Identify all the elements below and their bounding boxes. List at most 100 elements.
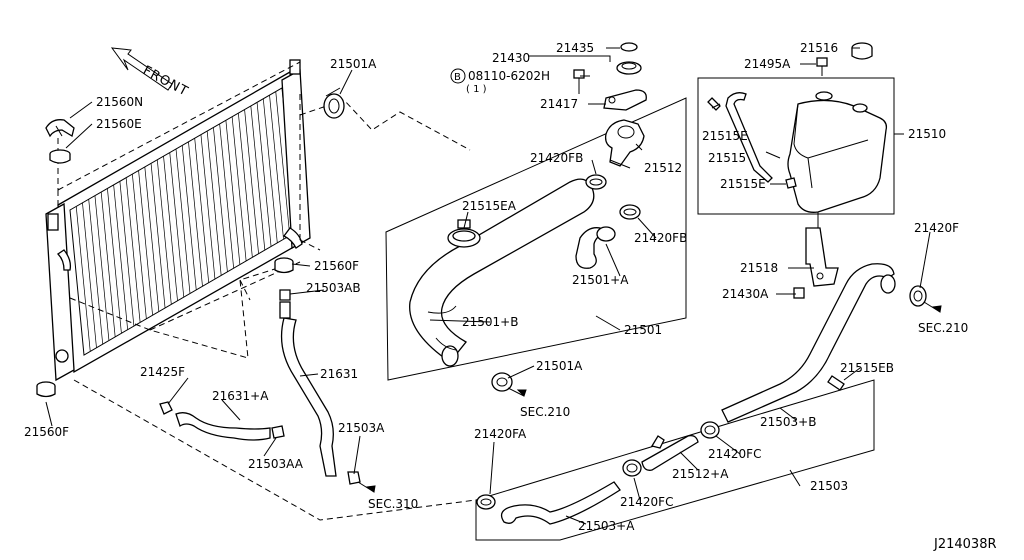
label-21501-plus-b: 21501+B: [462, 315, 518, 329]
radiator-fin: [219, 123, 234, 269]
hose-21501a-plus: [575, 227, 608, 269]
radiator-fin: [262, 98, 278, 243]
bracket-21417-icon: [603, 89, 647, 111]
radiator-fin: [194, 138, 210, 283]
label-21501: 21501: [624, 323, 662, 337]
clamp-21420fc-b-icon: [622, 459, 642, 477]
label-21516: 21516: [800, 41, 838, 55]
mount-bracket-21560n-icon: [45, 119, 75, 138]
bolt-21430a-icon: [793, 287, 805, 299]
label-21420fc-b: 21420FC: [620, 495, 673, 509]
label-21515eb: 21515EB: [840, 361, 894, 375]
label-21420f: 21420F: [914, 221, 959, 235]
radiator-fin: [100, 192, 116, 337]
clamp-21515eb-icon: [827, 375, 845, 391]
lower-hose-21503a: [500, 481, 621, 525]
mount-rubber-21560f-right-icon: [274, 257, 294, 274]
clip-21425f-icon: [159, 401, 173, 415]
label-21560n: 21560N: [96, 95, 143, 109]
label-08110-6202h: 08110-6202H: [468, 69, 550, 83]
clamp-21515ea-icon: [447, 219, 481, 248]
label-21503-plus-a: 21503+A: [578, 519, 635, 533]
radiator-fin: [119, 181, 135, 327]
radiator-fin: [82, 202, 97, 348]
clamp-21420f-icon: [909, 285, 927, 307]
front-arrow-icon: [110, 47, 173, 91]
clamp-21420fb-a-icon: [585, 174, 607, 190]
pipe-21512a: [641, 434, 699, 471]
radiator-fin: [256, 102, 272, 247]
clamp-21501a-top-icon: [323, 87, 345, 119]
radiator-fin: [225, 120, 241, 265]
label-21515: 21515: [708, 151, 746, 165]
label-21430a: 21430A: [722, 287, 769, 301]
label-21560e: 21560E: [96, 117, 142, 131]
upper-hose-group-outline: [385, 97, 687, 381]
radiator-fin: [107, 188, 122, 334]
label-21515ea: 21515EA: [462, 199, 517, 213]
radiator-fin: [188, 141, 203, 287]
bolt-type-letter: B: [454, 72, 461, 83]
label-21503: 21503: [810, 479, 848, 493]
radiator-fin: [94, 195, 110, 341]
radiator-fin: [269, 95, 284, 240]
seal-21435-icon: [620, 42, 638, 52]
cap-21430-icon: [616, 61, 642, 75]
radiator-fin: [200, 134, 216, 280]
bolt-21495a-icon: [816, 57, 828, 76]
bolt-08110-icon: [573, 69, 585, 94]
radiator-fin: [213, 127, 228, 272]
label-21420fa: 21420FA: [474, 427, 527, 441]
label-21425f: 21425F: [140, 365, 185, 379]
label-21515e-a: 21515E: [702, 129, 748, 143]
reservoir-cap-21516-icon: [851, 42, 873, 60]
clamp-21420fb-b-icon: [619, 204, 641, 220]
label-21495a: 21495A: [744, 57, 791, 71]
radiator-fin: [206, 131, 222, 276]
radiator-fin: [175, 148, 191, 294]
label-21503ab: 21503AB: [306, 281, 361, 295]
label-sec210-a: SEC.210: [520, 405, 570, 419]
water-outlet-21512-icon: [604, 119, 645, 169]
hose-21631: [280, 317, 337, 477]
bracket-21518-icon: [805, 227, 839, 287]
label-21515e-b: 21515E: [720, 177, 766, 191]
mount-rubber-21560e-icon: [49, 149, 71, 164]
clamp-21420fc-a-icon: [700, 421, 720, 439]
radiator-fin: [88, 199, 104, 345]
radiator-core: [45, 59, 311, 382]
label-21512: 21512: [644, 161, 682, 175]
radiator-fin: [156, 159, 172, 305]
label-21435: 21435: [556, 41, 594, 55]
label-21560f-left: 21560F: [24, 425, 69, 439]
radiator-fin: [75, 206, 91, 352]
label-21420fc-a: 21420FC: [708, 447, 761, 461]
label-21512-plus-a: 21512+A: [672, 467, 729, 481]
label-sec210-b: SEC.210: [918, 321, 968, 335]
radiator-fin: [163, 156, 178, 301]
radiator-fin: [113, 184, 128, 330]
lower-hose-group-outline: [475, 379, 875, 541]
clamp-21420fa-icon: [476, 494, 496, 510]
label-sec310: SEC.310: [368, 497, 418, 511]
clip-21515e-b-icon: [785, 177, 797, 189]
lower-hose-21503b: [721, 263, 895, 423]
label-21560f-right: 21560F: [314, 259, 359, 273]
radiator-fin: [125, 177, 141, 323]
clamp-21501a-bottom-icon: [491, 372, 513, 392]
label-21503-plus-b: 21503+B: [760, 415, 816, 429]
front-label: FRONT: [140, 63, 191, 99]
radiator-fin: [144, 166, 160, 312]
hose-21631a: [175, 412, 271, 441]
radiator-fin: [238, 113, 253, 258]
label-21430: 21430: [492, 51, 530, 65]
radiator-fin: [250, 105, 266, 251]
label-21420fb-b: 21420FB: [634, 231, 687, 245]
leader-lines: [45, 47, 931, 525]
label-21518: 21518: [740, 261, 778, 275]
radiator-fin: [275, 91, 291, 236]
bolt-type-circle-icon: [450, 68, 466, 84]
clip-21503aa-icon: [271, 425, 285, 439]
reservoir-hose-21515: [725, 92, 773, 183]
